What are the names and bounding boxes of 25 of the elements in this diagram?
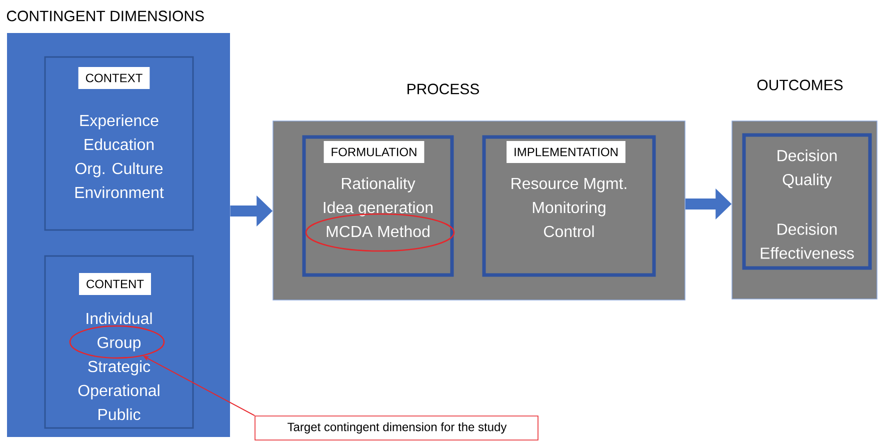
label-tag: FORMULATION bbox=[324, 141, 424, 163]
list-item: Control bbox=[544, 225, 594, 238]
list-item: Environment bbox=[75, 186, 164, 198]
label-tag: IMPLEMENTATION bbox=[506, 141, 626, 163]
outcome-text: Decision Effectiveness bbox=[760, 223, 854, 259]
heading: CONTINGENT DIMENSIONS bbox=[6, 10, 204, 22]
list-item: Individual bbox=[86, 312, 152, 324]
list-item: Rationality bbox=[342, 177, 416, 192]
outcome-text: Decision Quality bbox=[778, 150, 837, 188]
label-tag: CONTENT bbox=[79, 273, 151, 295]
list-item: Strategic bbox=[88, 360, 150, 376]
heading: PROCESS bbox=[408, 84, 479, 94]
list-item: Monitoring bbox=[532, 201, 606, 216]
list-item: Idea generation bbox=[324, 201, 433, 216]
heading: OUTCOMES bbox=[757, 80, 843, 90]
list-item: Operational bbox=[78, 384, 160, 400]
list-item: Experience bbox=[80, 114, 158, 130]
list-item: MCDA Method bbox=[326, 225, 430, 238]
list-item: Resource Mgmt. bbox=[512, 178, 626, 192]
list-item: Group bbox=[98, 336, 141, 352]
list-item: Org. Culture bbox=[75, 162, 163, 178]
callout-text: Target contingent dimension for the study bbox=[288, 422, 507, 434]
label-tag: CONTEXT bbox=[78, 67, 150, 89]
list-item: Public bbox=[98, 408, 140, 420]
list-item: Education bbox=[84, 138, 154, 150]
